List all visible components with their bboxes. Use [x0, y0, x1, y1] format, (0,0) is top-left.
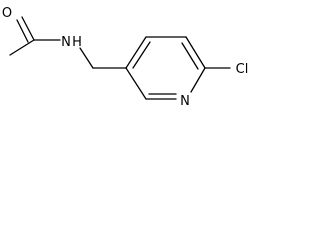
bond-methyl-carbonyl	[9, 39, 35, 56]
ring-bond-c3-c4	[125, 36, 147, 69]
atom-label-amide-hydrogen: H	[72, 35, 82, 50]
ring-bond-c5-c6	[185, 36, 206, 69]
atom-label-oxygen: O	[2, 6, 12, 21]
chemical-structure: O N H N Cl	[2, 6, 249, 109]
bond-carbonyl-oxygen-2	[16, 19, 29, 43]
bond-nitrogen-methylene	[79, 47, 94, 69]
ring-bond-c3-c4-inner	[132, 41, 151, 69]
atom-label-amide-nitrogen: N	[61, 35, 71, 50]
ring-bond-c2-c3	[125, 67, 147, 100]
ring-bond-c6-n	[190, 67, 206, 93]
bond-carbonyl-oxygen-1	[21, 16, 35, 41]
atom-label-chlorine: Cl	[236, 62, 249, 77]
ring-bond-c5-c6-inner	[181, 42, 199, 70]
atom-label-ring-nitrogen: N	[180, 94, 190, 109]
